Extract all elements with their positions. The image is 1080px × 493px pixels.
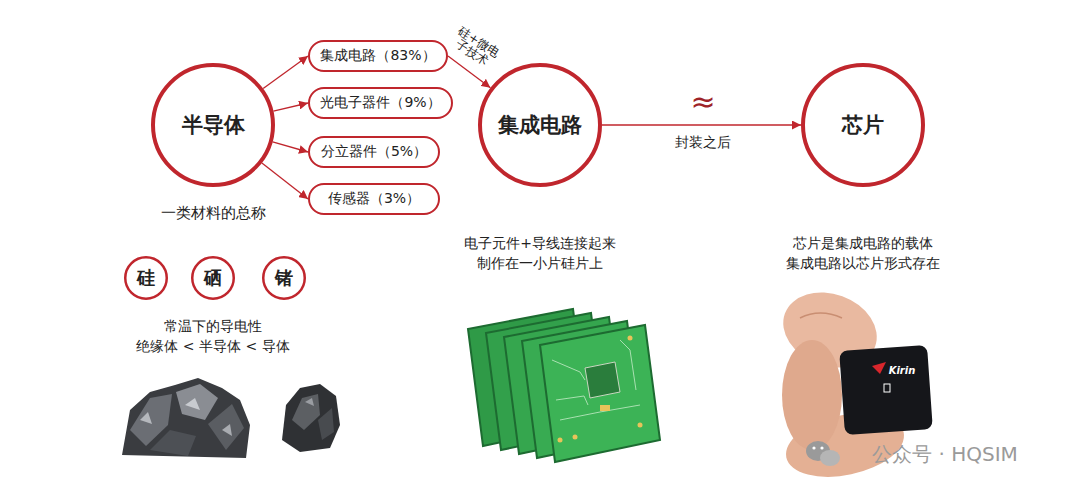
note-text: 芯片是集成电路的载体 xyxy=(793,235,933,253)
node-text: 光电子器件（9%） xyxy=(320,94,440,112)
rock-photo xyxy=(122,378,250,458)
element-circle: 硅 xyxy=(124,256,168,300)
share-box: 分立器件（5%） xyxy=(308,136,440,168)
node-text: 集成电路（83%） xyxy=(320,47,435,65)
share-box: 传感器（3%） xyxy=(308,183,440,215)
note-text: 常温下的导电性 xyxy=(164,318,262,336)
element-circle: 锗 xyxy=(262,256,306,300)
arrow-connector xyxy=(273,103,308,111)
edge-label: 封装之后 xyxy=(675,135,731,150)
chip-brand: Kirin xyxy=(889,365,916,376)
edge-label: 硅+微电子技术 xyxy=(446,23,504,73)
concept-circle: 芯片 xyxy=(801,63,925,187)
node-text: 传感器（3%） xyxy=(328,190,420,208)
wechat-icon xyxy=(806,441,840,466)
node-text: 芯片 xyxy=(842,111,884,139)
note-text: 绝缘体 < 半导体 < 导体 xyxy=(136,338,289,356)
category-circle: 半导体 xyxy=(151,63,275,187)
node-text: 锗 xyxy=(275,266,293,290)
rock-photo xyxy=(282,384,340,452)
circle-outline xyxy=(153,65,273,185)
arrow-connector xyxy=(263,56,308,89)
share-box: 集成电路（83%） xyxy=(308,40,448,72)
note-text: 制作在一小片硅片上 xyxy=(477,255,603,273)
node-text: 集成电路 xyxy=(498,111,582,139)
node-text: 硒 xyxy=(204,266,222,290)
concept-circle: 集成电路 xyxy=(478,63,602,187)
circle-outline xyxy=(480,65,600,185)
arrow-connector xyxy=(602,124,801,125)
note-text: 一类材料的总称 xyxy=(161,204,266,223)
node-text: 分立器件（5%） xyxy=(321,143,427,161)
pcb-photo xyxy=(468,309,660,462)
circle-outline xyxy=(263,257,305,299)
note-text: 电子元件+导线连接起来 xyxy=(464,235,616,253)
arrow-connector xyxy=(273,142,308,152)
approx-symbol: ≈ xyxy=(690,84,715,119)
share-box: 光电子器件（9%） xyxy=(308,87,453,119)
node-text: 硅 xyxy=(137,266,155,290)
circle-outline xyxy=(192,257,234,299)
watermark: 公众号 · HQSIM xyxy=(872,441,1018,468)
arrow-connector xyxy=(262,163,308,199)
circle-outline xyxy=(125,257,167,299)
note-text: 集成电路以芯片形式存在 xyxy=(786,255,940,273)
circle-outline xyxy=(803,65,923,185)
element-circle: 硒 xyxy=(191,256,235,300)
node-text: 半导体 xyxy=(182,111,245,139)
